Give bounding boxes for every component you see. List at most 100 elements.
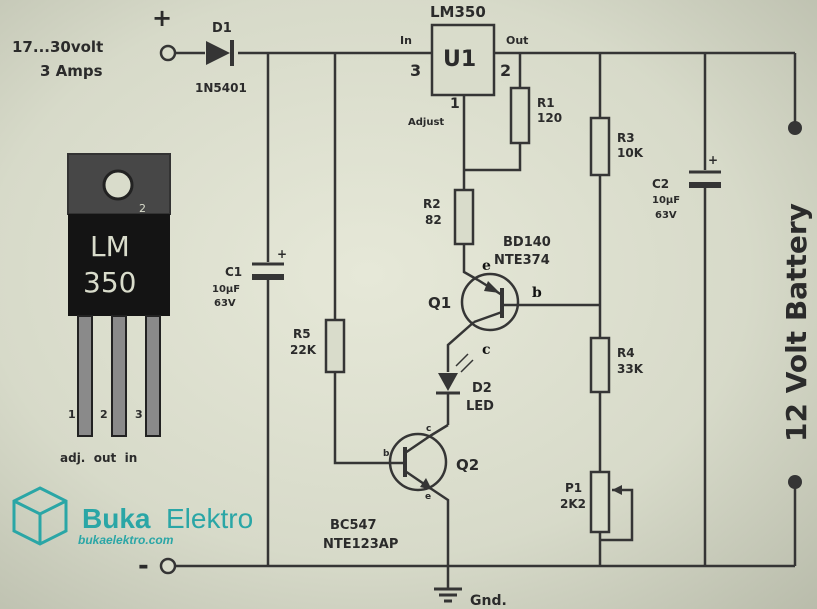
- u1-pin3: 3: [410, 61, 421, 80]
- input-plus-terminal: [159, 44, 177, 62]
- battery-label: 12 Volt Battery: [780, 203, 813, 442]
- package-mounting-hole: [102, 169, 134, 201]
- wire-q2e-gnd: [429, 486, 450, 566]
- c1-ref: C1: [225, 265, 242, 279]
- u1-title: LM350: [430, 3, 486, 21]
- r3-ref: R3: [617, 131, 635, 145]
- package-text-line1: LM: [90, 230, 130, 263]
- q2-c-label: c: [426, 424, 431, 434]
- q1-part: BD140: [503, 235, 551, 250]
- supply-voltage: 17...30volt: [12, 38, 103, 56]
- r3-resistor: [589, 116, 611, 177]
- d1-ref: D1: [212, 21, 232, 36]
- q2-emitter-arrow: [420, 478, 432, 490]
- lm350-package: 2 LM 350 1 2 3 adj. out in: [60, 153, 171, 465]
- c2-value: 10µF: [652, 195, 680, 206]
- wire-r1-bottom: [464, 143, 522, 172]
- r1-value: 120: [537, 111, 562, 125]
- battery-minus-terminal: [788, 475, 802, 489]
- wire-q1c-led: [446, 321, 475, 372]
- input-minus-terminal: [159, 557, 177, 575]
- r3-value: 10K: [617, 146, 644, 160]
- u1-regulator-box: [430, 23, 496, 97]
- q1-c-label: c: [482, 342, 491, 358]
- q2-e-label: e: [425, 492, 431, 502]
- cube-logo-top-edge: [13, 499, 67, 516]
- d2-part: LED: [466, 399, 494, 414]
- package-pin-num-3: 3: [135, 408, 143, 421]
- package-pin-adj: [77, 315, 93, 437]
- c1-plus: +: [277, 247, 287, 261]
- q1-emitter-arrow: [484, 281, 500, 293]
- r5-resistor: [324, 318, 346, 374]
- u1-pin1: 1: [450, 96, 460, 112]
- q1-nte: NTE374: [494, 253, 550, 268]
- r2-ref: R2: [423, 197, 441, 211]
- d1-diode-symbol: [206, 41, 230, 65]
- package-text-line2: 350: [83, 266, 136, 299]
- package-body: [68, 214, 170, 316]
- u1-pin-in-label: In: [400, 34, 412, 47]
- d2-led-symbol: [438, 373, 458, 391]
- u1-pin-out-label: Out: [506, 34, 528, 47]
- c2-ref: C2: [652, 177, 669, 191]
- u1-ref: U1: [443, 47, 476, 72]
- q1-e-label: e: [482, 258, 491, 274]
- package-pin-in: [145, 315, 161, 437]
- package-tab-pin: 2: [139, 202, 146, 215]
- q2-b-label: b: [383, 449, 390, 459]
- q2-nte: NTE123AP: [323, 537, 398, 552]
- package-pin-names: adj. out in: [60, 451, 137, 465]
- d2-light-arrow-1: [455, 353, 469, 367]
- c2-plus: +: [708, 153, 718, 167]
- r4-ref: R4: [617, 346, 635, 360]
- p1-potentiometer: [589, 470, 611, 534]
- supply-current: 3 Amps: [40, 62, 103, 80]
- ground-label: Gnd.: [470, 593, 507, 609]
- r5-ref: R5: [293, 327, 311, 341]
- r1-resistor: [509, 86, 531, 145]
- q2-part: BC547: [330, 518, 377, 533]
- brand-name-light: Elektro: [166, 503, 253, 534]
- q2-ref: Q2: [456, 456, 479, 474]
- d1-part: 1N5401: [195, 81, 247, 95]
- p1-value: 2K2: [560, 497, 586, 511]
- brand-watermark: Buka Elektro bukaelektro.com: [12, 486, 253, 547]
- r2-resistor: [453, 188, 475, 246]
- q1-ref: Q1: [428, 294, 451, 312]
- d2-ref: D2: [472, 381, 492, 396]
- c1-value: 10µF: [212, 284, 240, 295]
- c1-voltage: 63V: [214, 298, 236, 309]
- p1-ref: P1: [565, 481, 582, 495]
- c2-plate-bottom: [689, 182, 721, 188]
- r4-value: 33K: [617, 362, 644, 376]
- q1-b-label: b: [532, 285, 542, 301]
- r5-value: 22K: [290, 343, 317, 357]
- q1-transistor: [460, 272, 520, 332]
- c2-voltage: 63V: [655, 210, 677, 221]
- package-pin-num-1: 1: [68, 408, 76, 421]
- r1-ref: R1: [537, 96, 555, 110]
- q1-collector-lead: [473, 310, 503, 324]
- q2-collector-lead: [404, 434, 431, 455]
- supply-minus-sign: -: [138, 551, 149, 581]
- package-pin-num-2: 2: [100, 408, 108, 421]
- u1-adjust-label: Adjust: [408, 117, 444, 128]
- r4-resistor: [589, 336, 611, 394]
- q2-transistor: [388, 432, 448, 492]
- c1-plate-bottom: [252, 274, 284, 280]
- supply-plus-sign: +: [152, 4, 172, 32]
- brand-name-bold: Buka: [82, 503, 151, 534]
- brand-url: bukaelektro.com: [78, 533, 174, 547]
- u1-pin2: 2: [500, 61, 511, 80]
- battery-plus-terminal: [788, 121, 802, 135]
- wire-r2-q1e: [462, 244, 479, 282]
- wire-r5-q2base: [333, 372, 393, 465]
- r2-value: 82: [425, 213, 442, 227]
- q2-collector-wire: [429, 423, 449, 438]
- package-pin-out: [111, 315, 127, 437]
- p1-wiper-arrow: [612, 485, 622, 495]
- d2-light-arrow-2: [460, 359, 474, 373]
